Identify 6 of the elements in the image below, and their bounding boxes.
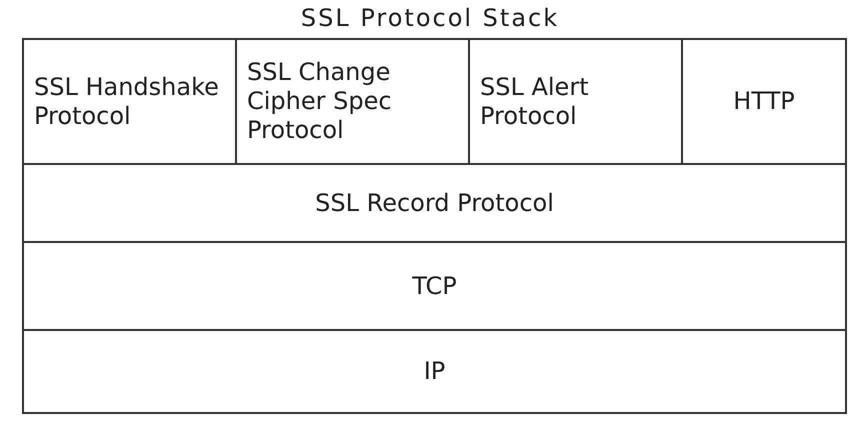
protocol-layer-box: HTTP bbox=[681, 38, 847, 165]
protocol-layer-box: SSL Record Protocol bbox=[22, 163, 847, 243]
diagram-title: SSL Protocol Stack bbox=[300, 4, 560, 32]
protocol-layer-box: SSL Handshake Protocol bbox=[22, 38, 237, 165]
protocol-layer-box: IP bbox=[22, 329, 847, 414]
protocol-layer-box: TCP bbox=[22, 241, 847, 331]
